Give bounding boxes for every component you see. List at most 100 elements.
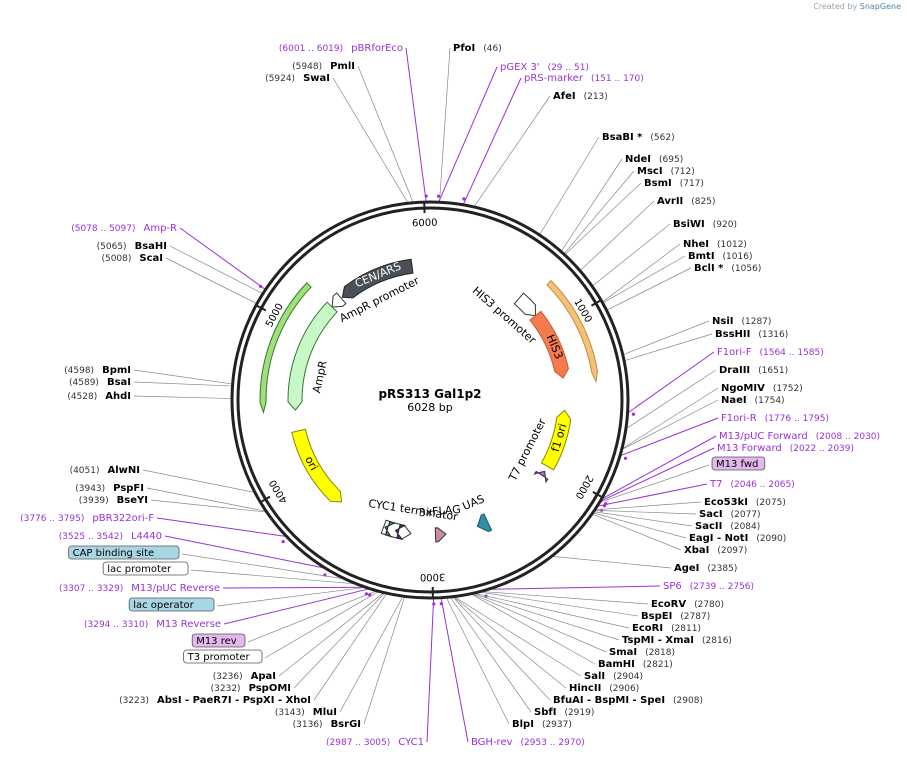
enzyme-label-pspfi: (3943)PspFI bbox=[75, 483, 144, 494]
label-position: (3525 .. 3542) bbox=[59, 532, 123, 542]
connector-swai bbox=[332, 77, 409, 205]
connector-l4440 bbox=[164, 535, 329, 570]
his3-orf-arc bbox=[546, 279, 599, 384]
label-name: Amp-R bbox=[144, 223, 178, 234]
label-position: (3136) bbox=[293, 720, 323, 730]
connector-lac-operator bbox=[216, 586, 369, 607]
connector-bsmi bbox=[563, 182, 642, 256]
label-position: (3236) bbox=[213, 672, 243, 682]
his3-feature bbox=[529, 310, 569, 379]
label-name: AgeI bbox=[674, 563, 699, 574]
connector-lac-promoter bbox=[190, 569, 361, 585]
tick-mark bbox=[255, 304, 267, 312]
label-name: pGEX 3' bbox=[500, 62, 540, 73]
enzyme-label-bsahi: (5065) BsaHI bbox=[97, 241, 167, 252]
ampr-feature bbox=[287, 301, 338, 411]
label-position: (2780) bbox=[694, 600, 724, 610]
connector-hincii bbox=[451, 595, 567, 689]
primer-site-mark bbox=[368, 593, 372, 597]
label-name: CYC1 bbox=[398, 737, 424, 748]
enzyme-label-pmli: (5948)PmlI bbox=[292, 61, 355, 72]
feature-label-lac-operator: lac operator bbox=[133, 600, 194, 611]
label-name: AhdI bbox=[105, 391, 131, 402]
his3-promoter-label: HIS3 promoter bbox=[470, 284, 539, 347]
enzyme-label-ndei: NdeI(695) bbox=[625, 154, 683, 165]
primer-label-f1ori-r: F1ori-R(1776 .. 1795) bbox=[721, 413, 829, 424]
label-name: pBR322ori-F bbox=[92, 513, 154, 524]
label-position: (2787) bbox=[680, 612, 710, 622]
connector-cyc1 bbox=[426, 596, 435, 743]
ori-feature bbox=[291, 428, 343, 503]
label-position: (5065) bbox=[97, 242, 127, 252]
primer-label-l4440: (3525 .. 3542)L4440 bbox=[59, 531, 162, 542]
connector-pspfi bbox=[146, 487, 268, 512]
enzyme-label-draiii: DraIII(1651) bbox=[719, 365, 788, 376]
label-position: (825) bbox=[691, 197, 715, 207]
primer-label-m13-puc-forward: M13/pUC Forward(2008 .. 2030) bbox=[719, 431, 880, 442]
enzyme-label-bcli: BclI *(1056) bbox=[694, 263, 761, 274]
label-name: AfeI bbox=[553, 91, 576, 102]
label-name: NheI bbox=[683, 239, 709, 250]
enzyme-label-ecorv: EcoRV(2780) bbox=[651, 599, 724, 610]
label-position: (4598) bbox=[64, 366, 94, 376]
connector-f1ori-f bbox=[626, 351, 715, 415]
label-position: (3939) bbox=[79, 496, 109, 506]
primer-label-pbr322ori-f: (3776 .. 3795)pBR322ori-F bbox=[20, 513, 154, 524]
connector-pgex-3 bbox=[437, 66, 498, 204]
label-position: (5078 .. 5097) bbox=[71, 224, 135, 234]
label-name: BpmI bbox=[102, 365, 131, 376]
enzyme-label-ngomiv: NgoMIV(1752) bbox=[721, 383, 803, 394]
label-name: SalI bbox=[584, 671, 605, 682]
connector-cap-binding-site bbox=[181, 553, 350, 580]
enzyme-label-apai: (3236)ApaI bbox=[213, 671, 276, 682]
enzyme-label-eco53ki: Eco53kI(2075) bbox=[704, 497, 786, 508]
enzyme-label-sali: SalI(2904) bbox=[584, 671, 643, 682]
connector-bsai bbox=[133, 381, 234, 387]
feature-label-t3-promoter: T3 promoter bbox=[187, 652, 251, 663]
connector-nhei bbox=[601, 243, 681, 304]
primer-label-cyc1: (2987 .. 3005)CYC1 bbox=[326, 737, 424, 748]
label-name: SwaI bbox=[303, 73, 330, 84]
connector-m13-reverse bbox=[223, 587, 372, 625]
label-position: (2022 .. 2039) bbox=[790, 444, 854, 454]
label-position: (562) bbox=[650, 133, 674, 143]
label-name: PspFI bbox=[113, 483, 144, 494]
connector-sbfi bbox=[449, 595, 532, 713]
primer-label-pbrforeco: (6001 .. 6019)pBRforEco bbox=[279, 43, 403, 54]
enzyme-label-swai: (5924)SwaI bbox=[265, 73, 330, 84]
connector-sp6 bbox=[484, 585, 661, 590]
label-position: (5008) bbox=[101, 254, 131, 264]
tick-label: 6000 bbox=[412, 218, 438, 230]
feature-label-cap-binding-site: CAP binding site bbox=[73, 548, 155, 559]
enzyme-label-hincii: HincII(2906) bbox=[569, 683, 639, 694]
label-name: M13/pUC Forward bbox=[719, 431, 808, 442]
flag-feature bbox=[434, 527, 447, 543]
label-name: BlpI bbox=[512, 719, 534, 730]
label-position: (4528) bbox=[67, 392, 97, 402]
label-name: NsiI bbox=[712, 316, 733, 327]
label-name: AbsI - PaeR7I - PspXI - XhoI bbox=[157, 695, 311, 706]
primer-label-m13-forward: M13 Forward(2022 .. 2039) bbox=[717, 443, 854, 454]
label-position: (2084) bbox=[730, 522, 760, 532]
brand-credit: Created by SnapGene bbox=[813, 2, 901, 11]
label-position: (3143) bbox=[275, 708, 305, 718]
connector-tspmi-xmai bbox=[470, 592, 620, 641]
brand-name: SnapGene bbox=[859, 2, 901, 11]
enzyme-label-blpi: BlpI(2937) bbox=[512, 719, 572, 730]
label-name: BsaHI bbox=[135, 241, 167, 252]
feature-box-lac-operator bbox=[128, 597, 215, 612]
connector-m13-rev bbox=[247, 589, 379, 643]
enzyme-label-bsiwi: BsiWI(920) bbox=[673, 219, 737, 230]
enzyme-label-naei: NaeI(1754) bbox=[721, 395, 785, 406]
label-position: (213) bbox=[584, 92, 608, 102]
label-name: PmlI bbox=[330, 61, 355, 72]
primer-label-t7: T7(2046 .. 2065) bbox=[709, 479, 795, 490]
enzyme-label-eagi-noti: EagI - NotI(2090) bbox=[689, 533, 786, 544]
enzyme-label-pspomi: (3232)PspOMI bbox=[211, 683, 291, 694]
enzyme-label-bsrgi: (3136)BsrGI bbox=[293, 719, 361, 730]
primer-site-mark bbox=[631, 412, 636, 416]
connector-ngomiv bbox=[620, 387, 719, 451]
label-name: NaeI bbox=[721, 395, 747, 406]
label-name: EcoRI bbox=[632, 623, 663, 634]
connector-bpmi bbox=[133, 369, 234, 385]
